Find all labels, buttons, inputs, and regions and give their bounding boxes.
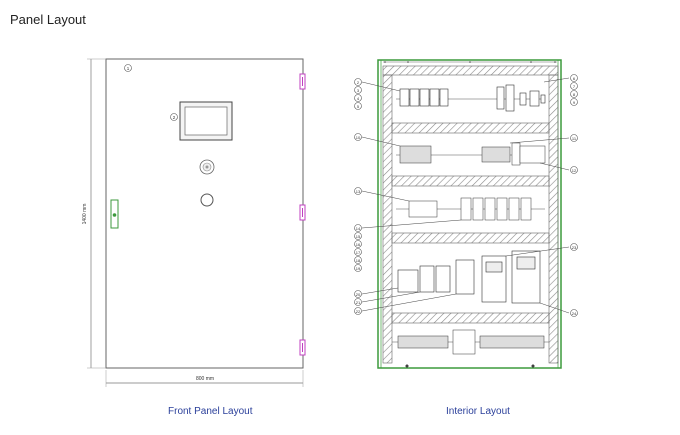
svg-text:5: 5 <box>357 104 360 109</box>
callout-left-4 <box>354 102 362 110</box>
callout-right-3 <box>570 90 578 98</box>
svg-text:11: 11 <box>572 136 577 141</box>
width-dimension-label: 800 mm <box>196 376 214 382</box>
interior-callouts: 2 3 4 5 10 13 14 15 16 17 18 19 20 21 22… <box>354 74 578 317</box>
svg-text:12: 12 <box>572 168 577 173</box>
cable-duct-row-1 <box>391 122 550 134</box>
callout-left-2 <box>354 86 362 94</box>
hinge-bottom <box>299 339 306 356</box>
cable-duct-row-2 <box>391 175 550 187</box>
svg-text:24: 24 <box>572 311 577 316</box>
svg-text:4: 4 <box>357 96 360 101</box>
svg-text:15: 15 <box>356 234 361 239</box>
row5-terminal-strip <box>392 329 549 368</box>
row3-components <box>396 197 545 221</box>
svg-text:6: 6 <box>573 76 576 81</box>
callout-right-5 <box>570 134 578 142</box>
front-panel: 1400 mm 800 mm 1 2 <box>82 58 306 387</box>
svg-text:14: 14 <box>356 226 361 231</box>
svg-text:9: 9 <box>573 100 576 105</box>
callout-right-2 <box>570 82 578 90</box>
row2-components <box>396 142 546 166</box>
svg-text:2: 2 <box>357 80 360 85</box>
cable-duct-right <box>548 74 559 364</box>
top-dimension-marks <box>384 61 556 63</box>
svg-text:22: 22 <box>356 309 361 314</box>
svg-text:13: 13 <box>356 189 361 194</box>
callout-left-15 <box>354 307 362 315</box>
hinge-top <box>299 73 306 90</box>
callout-left-10 <box>354 248 362 256</box>
leader-lines <box>361 77 570 314</box>
svg-text:16: 16 <box>356 242 361 247</box>
cable-duct-left <box>382 74 393 364</box>
callout-left-3 <box>354 94 362 102</box>
svg-text:3: 3 <box>357 88 360 93</box>
height-dimension-label: 1400 mm <box>82 204 88 225</box>
svg-text:19: 19 <box>356 266 361 271</box>
callout-left-1 <box>354 78 362 86</box>
cable-duct-top <box>382 65 559 76</box>
callout-2 <box>170 113 178 121</box>
svg-text:20: 20 <box>356 292 361 297</box>
cable-duct-row-3 <box>391 232 550 244</box>
callout-right-8 <box>570 309 578 317</box>
callout-right-7 <box>570 243 578 251</box>
front-panel-caption: Front Panel Layout <box>168 406 253 417</box>
callout-left-13 <box>354 290 362 298</box>
callout-left-8 <box>354 232 362 240</box>
callout-left-6 <box>354 187 362 195</box>
svg-text:7: 7 <box>573 84 576 89</box>
row4-components <box>397 250 541 304</box>
callout-1-label: 1 <box>127 66 130 71</box>
hinge-middle <box>299 204 306 221</box>
page-title: Panel Layout <box>10 12 86 27</box>
interior-caption: Interior Layout <box>446 406 510 417</box>
callout-left-7 <box>354 224 362 232</box>
callout-right-4 <box>570 98 578 106</box>
callout-left-9 <box>354 240 362 248</box>
push-button <box>200 193 214 207</box>
hmi-display <box>184 106 228 136</box>
svg-text:23: 23 <box>572 245 577 250</box>
callout-right-1 <box>570 74 578 82</box>
callout-right-6 <box>570 166 578 174</box>
svg-text:10: 10 <box>356 135 361 140</box>
callout-left-5 <box>354 133 362 141</box>
svg-text:18: 18 <box>356 258 361 263</box>
svg-text:8: 8 <box>573 92 576 97</box>
svg-text:21: 21 <box>356 300 361 305</box>
callout-left-11 <box>354 256 362 264</box>
interior-panel <box>361 59 570 369</box>
svg-text:17: 17 <box>356 250 361 255</box>
row1-components <box>396 84 546 112</box>
callout-2-label: 2 <box>173 115 176 120</box>
callout-left-14 <box>354 298 362 306</box>
callout-left-12 <box>354 264 362 272</box>
callout-1 <box>124 64 132 72</box>
cable-duct-row-4 <box>391 312 550 324</box>
